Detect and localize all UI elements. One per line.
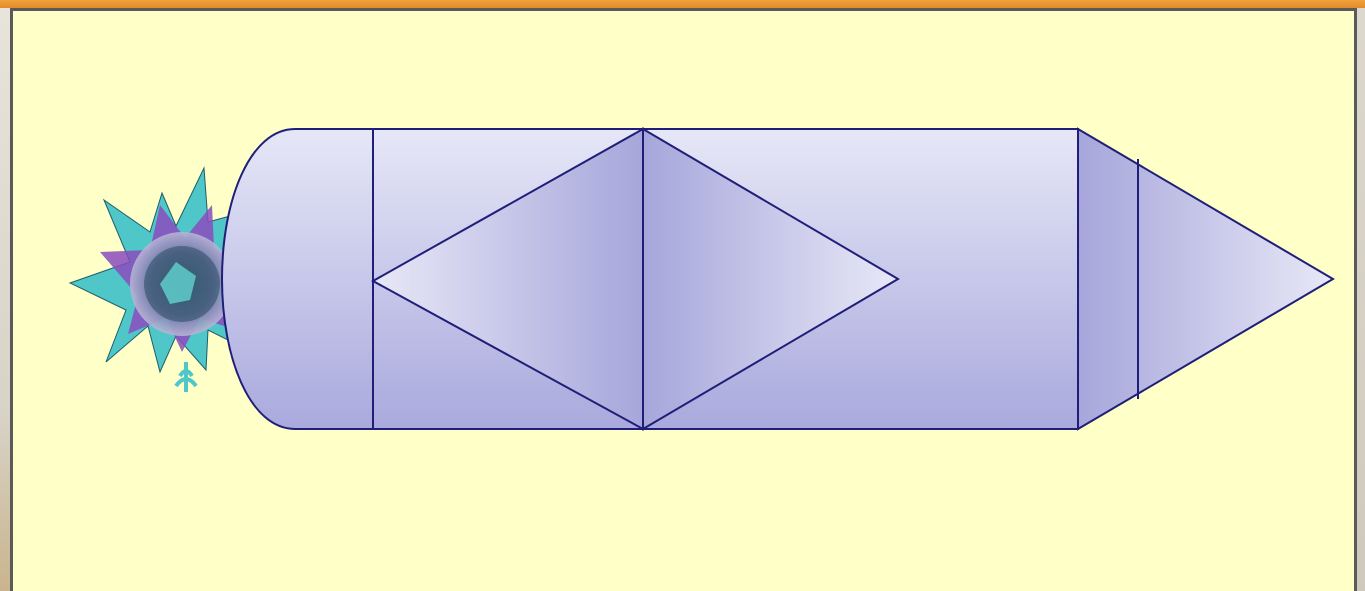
- nose-cone-shape: [1078, 129, 1333, 429]
- rear-capsule-shape: [222, 129, 373, 429]
